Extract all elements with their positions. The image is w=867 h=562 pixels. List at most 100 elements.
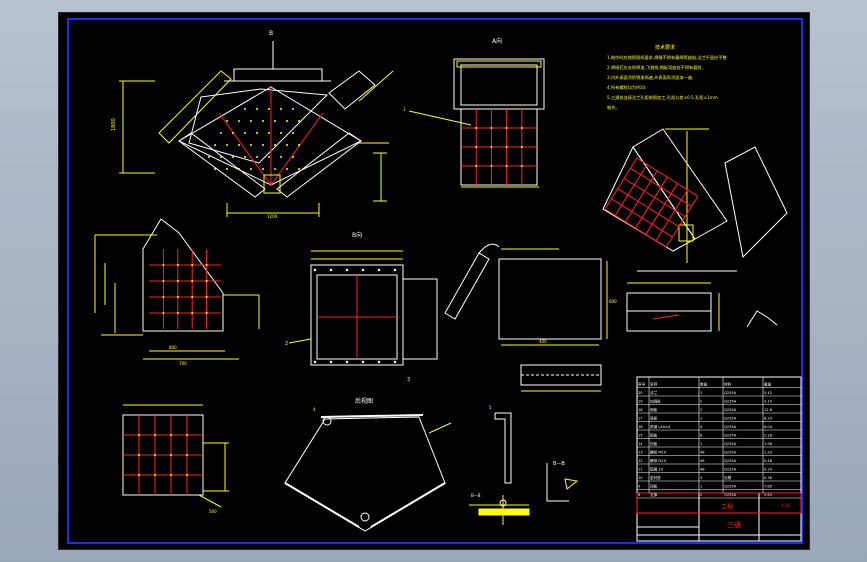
bom-cell: 8.25	[764, 417, 772, 421]
rivet-dot	[292, 132, 294, 134]
bolt-hole	[393, 268, 397, 272]
rivet-dot	[292, 156, 294, 158]
rivet-dot	[256, 132, 258, 134]
part-label: 4	[313, 407, 316, 412]
hatch-line	[614, 164, 648, 216]
bolt-hole	[345, 268, 349, 272]
part-label: 3	[407, 377, 410, 383]
bom-cell: 螺母 M10	[650, 458, 667, 463]
bom-cell: Q235A	[724, 451, 737, 455]
rivet-dot	[238, 168, 240, 170]
bom-cell: Q235A	[724, 485, 737, 489]
rivet-dot	[262, 144, 264, 146]
rivet-dot	[191, 312, 194, 314]
dim-label: 800	[169, 345, 177, 350]
rivet-dot	[286, 144, 288, 146]
rivet-dot	[268, 108, 270, 110]
bom-cell: 筋板	[650, 433, 658, 438]
bom-cell: Q235A	[724, 417, 737, 421]
bolt-hole	[377, 360, 381, 364]
rivet-dot	[162, 280, 165, 282]
bom-cell: Q235A	[724, 459, 737, 463]
bom-cell: 19	[638, 400, 643, 404]
rivet-dot	[298, 120, 300, 122]
view-a-title: A向	[492, 37, 502, 45]
strip-plate	[520, 364, 602, 392]
bom-cell: 0.48	[764, 459, 773, 463]
bom-cell: 6.04	[764, 425, 773, 429]
rivet-dot	[232, 156, 234, 158]
bom-cell: Q235A	[724, 425, 737, 429]
dim-label: 400	[539, 339, 547, 344]
hatch-grid-rotated	[604, 157, 699, 248]
bom-cell: 0.24	[764, 468, 773, 472]
rivet-dot	[268, 132, 270, 134]
rivet-dot	[170, 434, 172, 436]
bom-cell: 5.42	[764, 391, 772, 395]
rivet-dot	[138, 434, 140, 436]
rivet-dot	[220, 156, 222, 158]
rivet-dot	[244, 132, 246, 134]
bom-cell: 垫圈 10	[650, 467, 664, 472]
rivet-dot	[154, 474, 156, 476]
bom-cell: 9	[638, 485, 641, 489]
bom-cell: 12	[638, 459, 643, 463]
drawing-sheet[interactable]: 1800 1200 B A向	[58, 12, 810, 550]
bom-cell: 48	[700, 459, 705, 463]
bom-cell: 密封垫	[650, 475, 661, 480]
rivet-dot	[154, 434, 156, 436]
rivet-dot	[244, 108, 246, 110]
bom-cell: 石棉	[724, 475, 732, 480]
cad-drawing: 1800 1200 B A向	[67, 18, 803, 544]
bom-cell: 2.64	[764, 493, 773, 497]
rivet-dot	[220, 132, 222, 134]
rivet-dot	[280, 132, 282, 134]
rear-view-title: 后视图	[355, 397, 373, 405]
rivet-dots-main	[208, 108, 300, 170]
rivet-dot	[262, 120, 264, 122]
angle-profile: 5 B—B B—B	[469, 405, 579, 525]
rivet-dot	[214, 144, 216, 146]
tech-note-line: 3.内外表面涂防锈漆两遍,外表面再涂面漆一遍,	[607, 74, 693, 81]
rivet-dot	[280, 156, 282, 158]
rivet-dot	[191, 264, 194, 266]
rivet-dot	[205, 312, 208, 314]
rivet-dot	[162, 296, 165, 298]
bom-cell: 1.96	[764, 442, 773, 446]
bom-cell: Q235A	[724, 400, 737, 404]
rivet-dot	[475, 127, 478, 129]
bom-cell: 4	[700, 425, 703, 429]
rivet-dot	[154, 454, 156, 456]
rear-view: 后视图 4	[284, 397, 452, 532]
bolt-hole	[361, 360, 365, 364]
rivet-dot	[232, 132, 234, 134]
rivet-dot	[262, 168, 264, 170]
bolt-hole	[345, 360, 349, 364]
rivet-dot	[250, 120, 252, 122]
hatch-grid-side-plate	[149, 249, 221, 329]
drawing-frame	[67, 18, 803, 544]
bom-cell: 16	[638, 425, 643, 429]
bom-cell: Q235A	[724, 408, 737, 412]
rivet-dot	[162, 264, 165, 266]
main-view-tee: 1800 1200 B	[111, 30, 394, 219]
rivet-dot	[280, 108, 282, 110]
detail-plates: 600 400	[444, 243, 617, 346]
bom-cell: 2	[700, 400, 702, 404]
dim-label: 1200	[267, 214, 278, 219]
rivet-dot	[208, 156, 210, 158]
flange-strip	[626, 282, 778, 332]
rivet-dot	[490, 146, 493, 148]
bom-cell: 材料	[724, 382, 732, 387]
bom-cell: 3	[700, 476, 702, 480]
drawing-scale: 1:10	[781, 503, 790, 508]
rivet-dot	[170, 474, 172, 476]
rotated-view	[602, 128, 788, 272]
bom-cell: 10	[638, 476, 643, 480]
rivet-dot	[214, 168, 216, 170]
rivet-dot	[490, 127, 493, 129]
bolt-hole	[313, 268, 317, 272]
view-b: B向 2 3	[285, 231, 438, 383]
tech-note-line: 制作。	[607, 104, 620, 111]
